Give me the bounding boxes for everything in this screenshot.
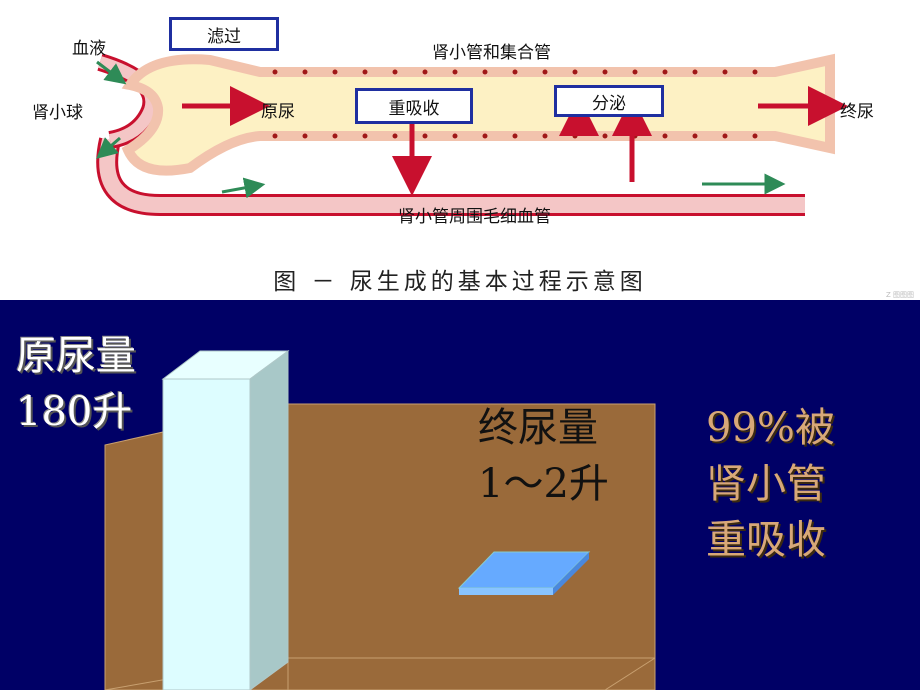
renal-tubule [121, 53, 835, 176]
reabsorption-box: 重吸收 [355, 88, 473, 124]
diagram-caption: 图 － 尿生成的基本过程示意图 [273, 269, 647, 295]
reabsorption-note-line2: 肾小管 [706, 461, 826, 507]
reabsorption-note-line1: 99%被 [706, 405, 835, 451]
blood-label: 血液 [72, 39, 106, 59]
watermark: Z 图图图 [885, 291, 914, 299]
final-urine-volume-value: 1～2升 [478, 461, 609, 507]
final-urine-prism-front [459, 588, 553, 595]
final-urine-volume-title: 终尿量 [478, 405, 598, 451]
reabsorption-note: 99%被 肾小管 重吸收 [706, 400, 835, 568]
flow-arrow-blood-in [96, 60, 127, 85]
tubule-label: 肾小管和集合管 [432, 43, 551, 63]
primary-urine-prism-front [162, 378, 251, 690]
urine-volume-panel: 原尿量 180升 终尿量 1～2升 99%被 肾小管 重吸收 [0, 300, 920, 690]
final-urine-label: 终尿 [840, 102, 874, 122]
reabsorption-note-line3: 重吸收 [706, 517, 826, 563]
filtration-box: 滤过 [169, 17, 279, 51]
filtration-label: 滤过 [207, 26, 241, 47]
primary-urine-volume-title: 原尿量 [16, 333, 136, 379]
reabsorption-label: 重吸收 [388, 98, 440, 119]
primary-urine-prism-side [249, 350, 289, 690]
tubule-cells [272, 69, 758, 139]
flow-arrow-capillary-1 [221, 177, 266, 199]
final-urine-prism-side [553, 552, 589, 595]
flow-arrow-out [96, 136, 121, 159]
primary-urine-label: 原尿量 180升 [16, 328, 136, 440]
capillary-label: 肾小管周围毛细血管 [398, 207, 551, 227]
final-urine-volume-label: 终尿量 1～2升 [478, 400, 609, 512]
secretion-box: 分泌 [554, 85, 664, 117]
secretion-label: 分泌 [592, 93, 626, 114]
glomerulus-label: 肾小球 [32, 103, 83, 123]
nephron-diagram: 血液 肾小球 滤过 肾小管和集合管 原尿 重吸收 分泌 终尿 肾小管周围毛细血管… [0, 0, 920, 300]
primary-urine-volume-value: 180升 [16, 389, 133, 435]
primary-urine-label: 原尿 [261, 102, 295, 122]
volume-3d-illustration [104, 350, 656, 690]
